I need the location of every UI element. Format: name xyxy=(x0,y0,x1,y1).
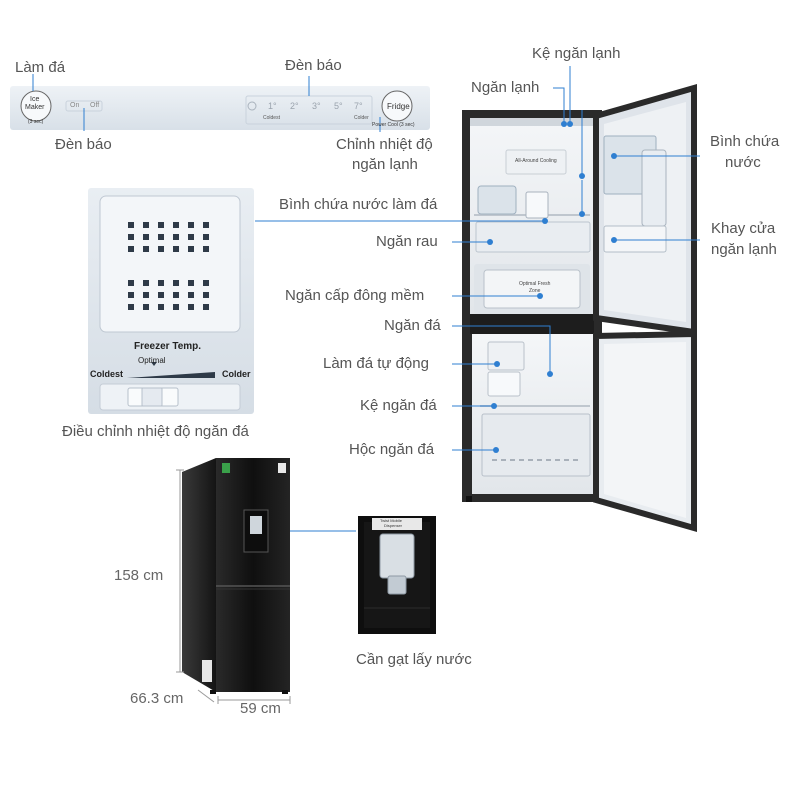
label-lam-da: Làm đá xyxy=(15,59,66,76)
temp-3: 3° xyxy=(312,101,321,111)
panel-dot xyxy=(203,292,209,298)
fridge-button-label: Fridge xyxy=(387,102,410,111)
panel-dot xyxy=(173,222,179,228)
control-panel xyxy=(10,86,430,130)
temp-2: 2° xyxy=(290,101,299,111)
label-ngan-da: Ngăn đá xyxy=(384,317,441,334)
panel-dot xyxy=(203,246,209,252)
panel-dot xyxy=(173,234,179,240)
panel-dot xyxy=(143,222,149,228)
optimal-fresh-label-1: Optimal Fresh xyxy=(519,281,551,287)
label-den-bao-left: Đèn báo xyxy=(55,136,112,153)
label-chinh-nhiet-do-1: Chỉnh nhiệt độ xyxy=(336,136,433,153)
label-ngan-rau: Ngăn rau xyxy=(376,233,438,250)
dispenser-caption-1: Twist Mobile xyxy=(380,518,403,523)
freezer-optimal: Optimal xyxy=(138,356,166,365)
panel-dot xyxy=(128,304,134,310)
temp-5: 5° xyxy=(334,101,343,111)
panel-dot xyxy=(143,304,149,310)
label-khay-cua-2: ngăn lạnh xyxy=(711,241,777,258)
panel-dot xyxy=(158,246,164,252)
freezer-coldest: Coldest xyxy=(90,369,124,379)
label-binh-chua-nuoc-1: Bình chứa xyxy=(710,133,780,150)
panel-dot xyxy=(158,222,164,228)
panel-dot xyxy=(188,280,194,286)
panel-dot xyxy=(188,234,194,240)
label-binh-chua-nuoc-2: nước xyxy=(725,154,761,171)
ice-maker-on: On xyxy=(70,102,80,109)
label-ke-ngan-da: Kệ ngăn đá xyxy=(360,397,437,414)
label-ke-ngan-lanh: Kệ ngăn lạnh xyxy=(532,45,621,62)
label-chinh-nhiet-do-2: ngăn lạnh xyxy=(352,156,418,173)
panel-dot xyxy=(128,280,134,286)
dimension-width: 59 cm xyxy=(240,700,281,717)
panel-dot xyxy=(128,222,134,228)
label-ngan-lanh: Ngăn lạnh xyxy=(471,79,540,96)
panel-dot xyxy=(143,234,149,240)
panel-dot xyxy=(158,234,164,240)
panel-dot xyxy=(203,234,209,240)
temp-7: 7° xyxy=(354,101,363,111)
dispenser-caption-2: Dispenser xyxy=(384,523,403,528)
dimension-depth: 66.3 cm xyxy=(130,690,184,707)
panel-dot xyxy=(158,304,164,310)
panel-dot xyxy=(173,246,179,252)
panel-dot xyxy=(173,304,179,310)
freezer-temp-panel xyxy=(88,188,254,414)
label-lam-da-tu-dong: Làm đá tự động xyxy=(323,355,429,372)
label-hoc-ngan-da: Hộc ngăn đá xyxy=(349,441,435,458)
panel-dot xyxy=(143,292,149,298)
freezer-temp-title: Freezer Temp. xyxy=(134,341,202,352)
dimension-lines xyxy=(176,469,291,704)
all-around-cooling-label: All-Around Cooling xyxy=(515,158,557,164)
label-den-bao-top: Đèn báo xyxy=(285,57,342,74)
panel-dot xyxy=(188,222,194,228)
optimal-fresh-label-2: Zone xyxy=(529,288,541,294)
panel-dot xyxy=(188,292,194,298)
label-khay-cua-1: Khay cửa xyxy=(711,220,776,237)
ice-maker-off: Off xyxy=(90,102,100,109)
closed-fridge xyxy=(182,458,290,694)
panel-dot xyxy=(128,246,134,252)
ice-maker-label-2: Maker xyxy=(25,104,45,111)
panel-dot xyxy=(143,280,149,286)
panel-dot xyxy=(188,304,194,310)
panel-dot xyxy=(128,292,134,298)
dimension-height: 158 cm xyxy=(114,567,164,584)
panel-dot xyxy=(203,222,209,228)
dispenser-closeup xyxy=(358,516,436,634)
callouts xyxy=(32,66,700,553)
panel-dot xyxy=(203,280,209,286)
panel-dot xyxy=(158,280,164,286)
callout-dots xyxy=(487,121,617,453)
panel-dot xyxy=(188,246,194,252)
panel-dot xyxy=(173,280,179,286)
label-binh-chua-nuoc-lam-da: Bình chứa nước làm đá xyxy=(279,196,438,213)
panel-dot xyxy=(158,292,164,298)
label-ngan-cap-dong-mem: Ngăn cấp đông mềm xyxy=(285,287,425,304)
ice-maker-label-1: Ice xyxy=(30,96,40,103)
panel-dot xyxy=(128,234,134,240)
temp-colder: Colder xyxy=(354,115,369,121)
label-dieu-chinh-nhiet-do-ngan-da: Điều chỉnh nhiệt độ ngăn đá xyxy=(62,423,249,440)
temp-coldest: Coldest xyxy=(263,115,280,121)
open-fridge xyxy=(462,84,697,532)
label-can-gat-lay-nuoc: Cần gạt lấy nước xyxy=(356,651,472,668)
panel-dot xyxy=(143,246,149,252)
panel-dot xyxy=(203,304,209,310)
ice-maker-hold: (3 sec) xyxy=(28,119,44,125)
power-cool-label: Power Cool (3 sec) xyxy=(372,122,415,128)
temp-1: 1° xyxy=(268,101,277,111)
panel-dot xyxy=(173,292,179,298)
freezer-colder: Colder xyxy=(222,369,251,379)
